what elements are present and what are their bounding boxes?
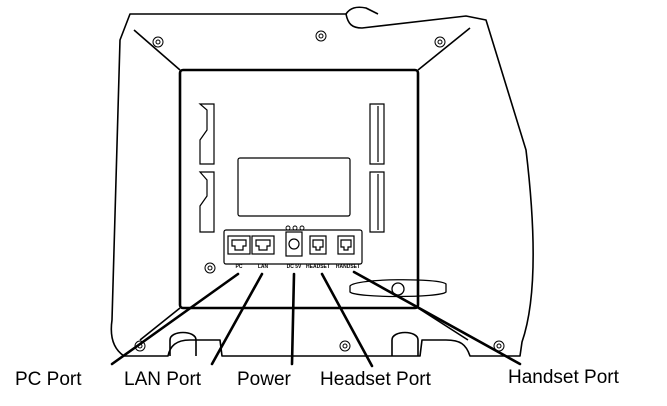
leader-line-pc <box>110 272 240 366</box>
leader-line-headset <box>320 272 374 368</box>
frame-diagonal <box>133 29 181 71</box>
port-label-headset: HEADSET <box>306 264 330 270</box>
port-bay <box>223 229 363 265</box>
screw-icon <box>204 262 216 274</box>
callout-headset-port: Headset Port <box>320 369 431 390</box>
screw-icon <box>315 30 327 42</box>
bottom-foot-left <box>169 331 197 356</box>
power-jack-hole <box>288 238 300 250</box>
mount-slot-right-top <box>369 103 385 165</box>
mount-slot-left-top <box>198 103 215 165</box>
pc-port-jack <box>231 239 247 251</box>
leader-line-handset <box>352 270 522 366</box>
cord-clip <box>349 279 447 298</box>
port-label-pc: PC <box>236 264 243 270</box>
mount-slot-left-bottom <box>198 171 215 233</box>
port-label-lan: LAN <box>258 264 269 270</box>
screw-icon <box>434 36 446 48</box>
power-jack <box>285 231 303 257</box>
callout-lan-port: LAN Port <box>124 369 202 390</box>
port-label-power: DC 5V <box>287 264 302 270</box>
label-plate <box>237 157 351 217</box>
top-hook <box>345 6 379 15</box>
back-panel <box>178 68 420 310</box>
headset-port-jack <box>312 239 324 251</box>
handset-port-jack <box>340 239 352 251</box>
port-label-handset: HANDSET <box>336 264 360 270</box>
power-polarity-icon <box>285 225 305 231</box>
rj45-port-icon <box>251 235 275 255</box>
screw-icon <box>339 340 351 352</box>
frame-diagonal <box>139 307 181 341</box>
screw-icon <box>152 36 164 48</box>
rj45-port-icon <box>227 235 251 255</box>
lan-port-jack <box>255 239 271 251</box>
callout-pc-port: PC Port <box>15 369 82 390</box>
leader-line-lan <box>210 272 264 366</box>
callout-handset-port: Handset Port <box>508 367 619 388</box>
bottom-foot-right <box>391 331 419 356</box>
rj9-port-icon <box>337 235 355 255</box>
rj9-port-icon <box>309 235 327 255</box>
mount-slot-right-bottom <box>369 171 385 233</box>
frame-diagonal <box>417 27 471 71</box>
leader-line-power <box>290 272 296 366</box>
callout-power: Power <box>237 369 291 390</box>
